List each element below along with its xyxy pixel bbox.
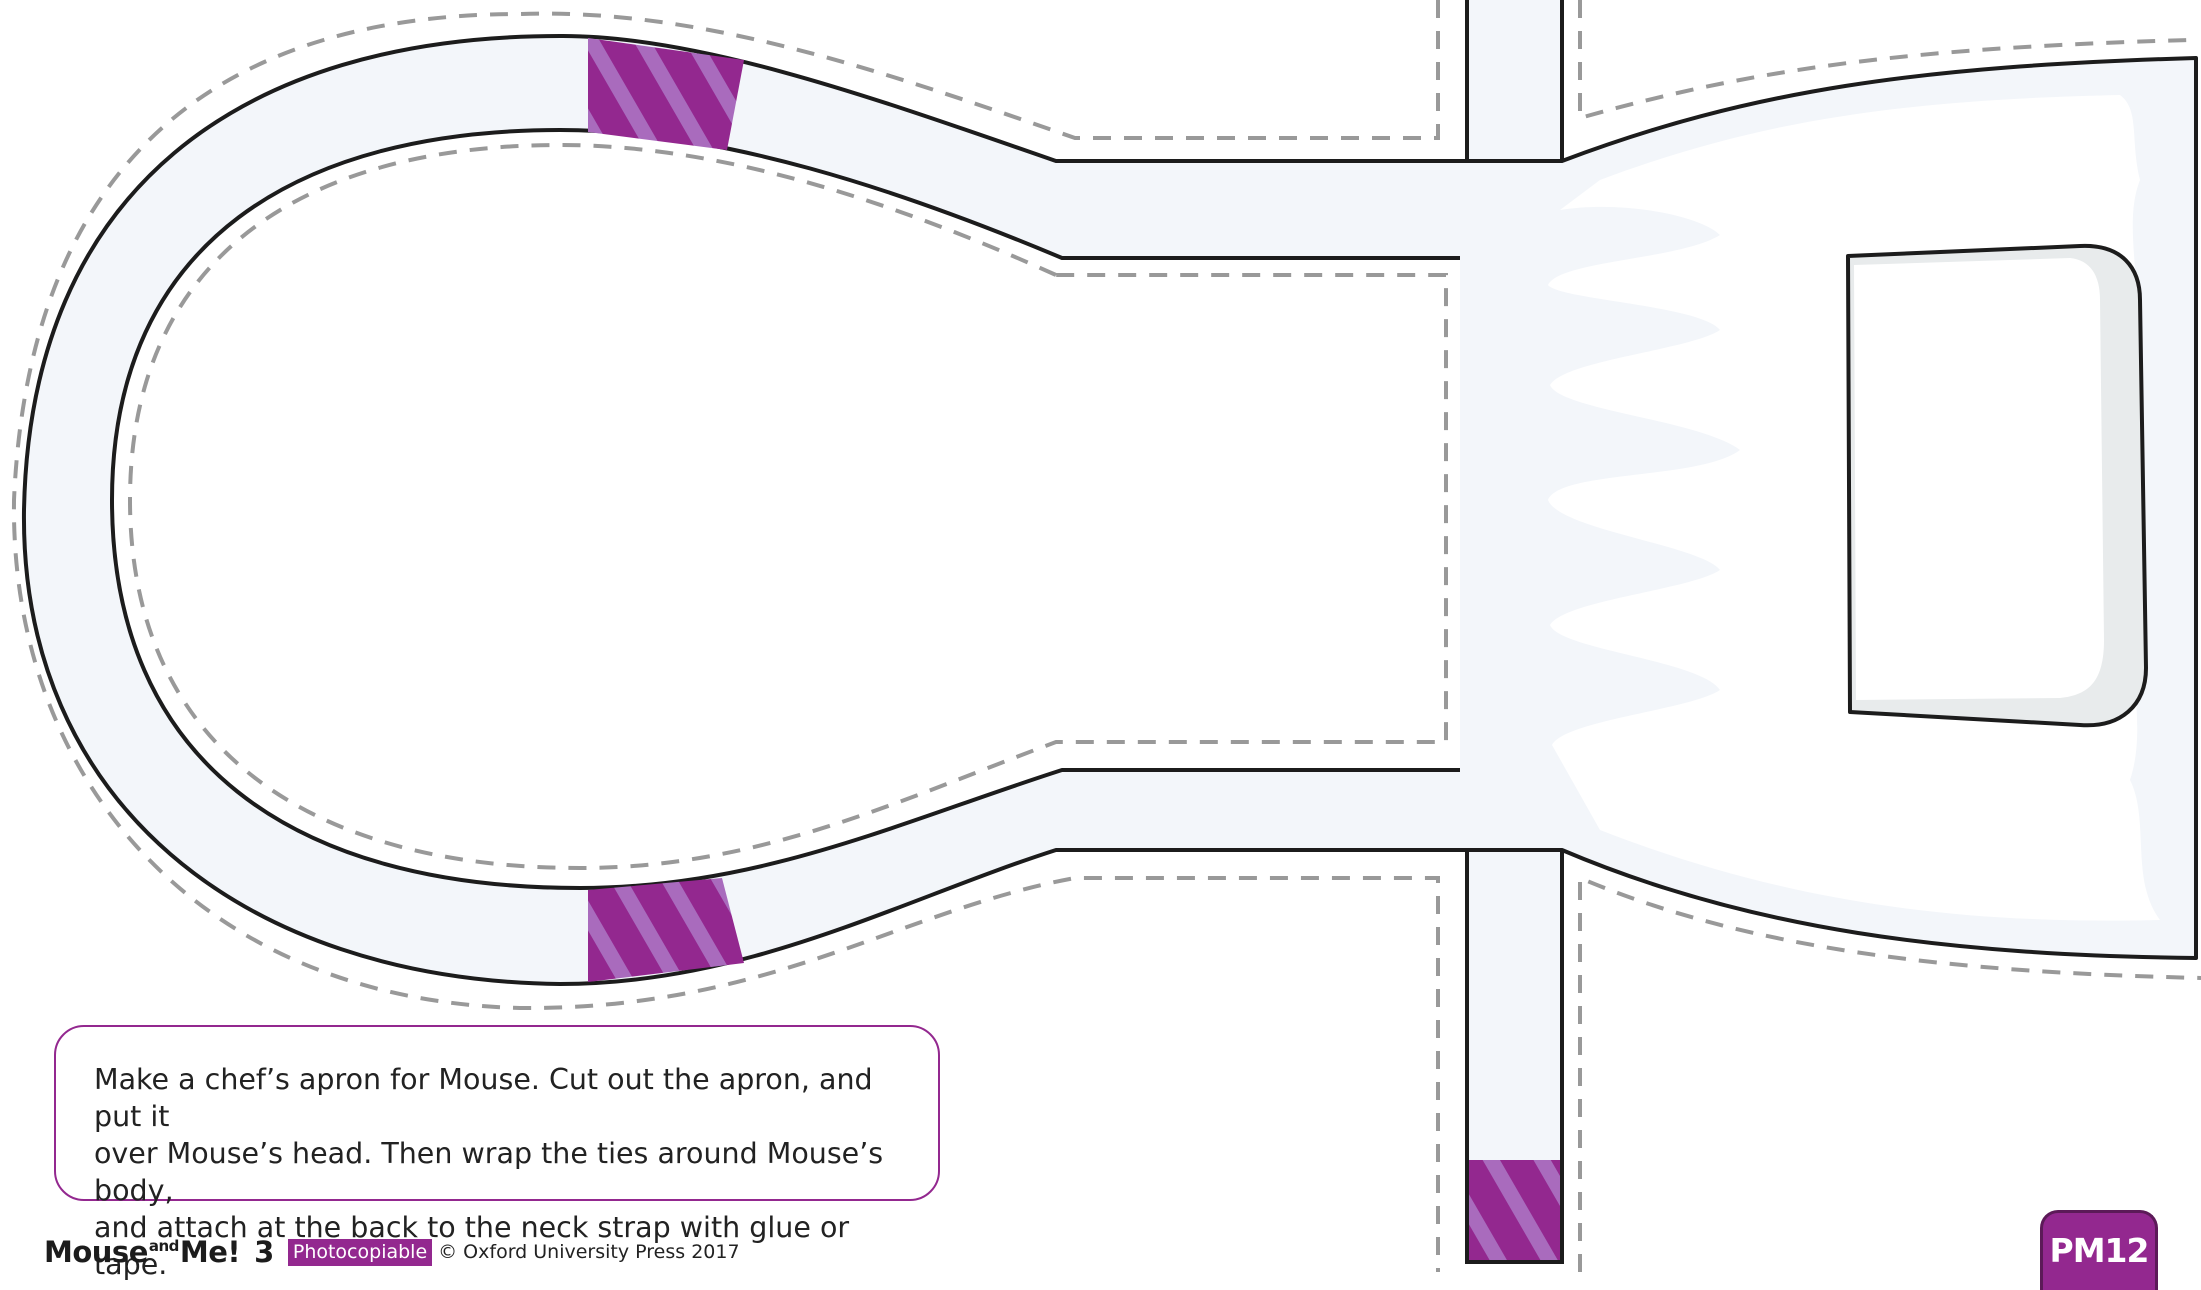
brand-and: and bbox=[148, 1237, 180, 1255]
brand-logo: Mouse and Me! 3 bbox=[44, 1235, 274, 1269]
neck-strap bbox=[21, 33, 1464, 986]
inner-cut-line bbox=[127, 142, 1448, 871]
brand-level: 3 bbox=[254, 1235, 274, 1269]
glue-tab-bottom bbox=[588, 878, 744, 982]
instructions-line-3: and attach at the back to the neck strap… bbox=[94, 1211, 850, 1281]
page-code-tab: PM12 bbox=[2040, 1210, 2158, 1290]
page-footer: Mouse and Me! 3 Photocopiable © Oxford U… bbox=[44, 1234, 740, 1270]
copyright-text: © Oxford University Press 2017 bbox=[438, 1241, 740, 1263]
instructions-line-1: Make a chef’s apron for Mouse. Cut out t… bbox=[94, 1063, 873, 1133]
instructions-box: Make a chef’s apron for Mouse. Cut out t… bbox=[54, 1025, 940, 1281]
outer-cut-line bbox=[11, 0, 1440, 1272]
brand-me: Me! bbox=[179, 1235, 241, 1269]
apron-tie bbox=[1465, 852, 1564, 1264]
brand-mouse: Mouse bbox=[44, 1235, 148, 1269]
neck-cut-line-right bbox=[1578, 0, 2191, 121]
glue-tab-tie bbox=[1469, 1160, 1560, 1260]
instructions-line-2: over Mouse’s head. Then wrap the ties ar… bbox=[94, 1137, 884, 1207]
photocopiable-badge: Photocopiable bbox=[287, 1238, 433, 1266]
apron-pocket-highlight bbox=[1854, 258, 2104, 700]
glue-tab-top bbox=[588, 38, 744, 150]
